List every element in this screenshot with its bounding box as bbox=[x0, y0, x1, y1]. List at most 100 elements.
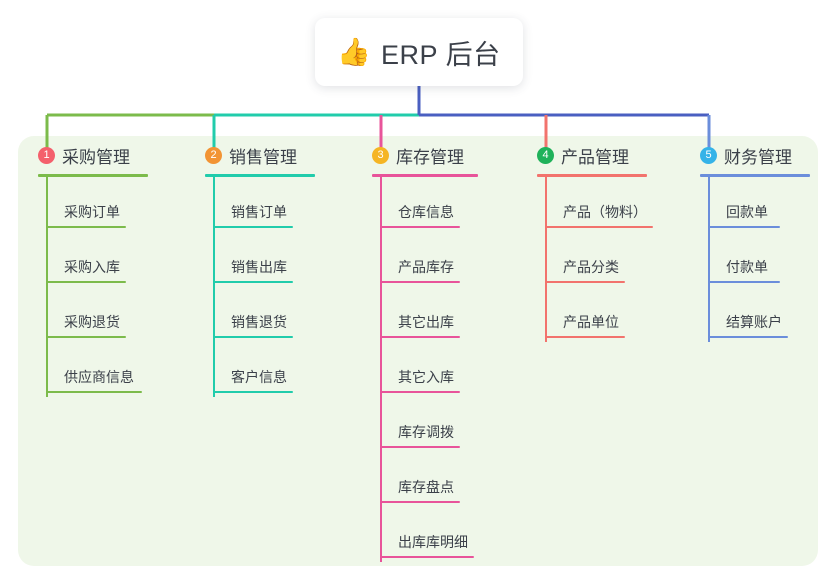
branch-title: 销售管理 bbox=[229, 147, 297, 167]
branch-item[interactable]: 销售订单 bbox=[205, 177, 315, 232]
branch-header[interactable]: 1 采购管理 bbox=[38, 142, 148, 168]
branch-title: 采购管理 bbox=[62, 147, 130, 167]
branch-item-rule bbox=[380, 391, 460, 393]
branch-item-label: 仓库信息 bbox=[398, 204, 454, 220]
branch-column: 1 采购管理采购订单采购入库采购退货供应商信息 bbox=[38, 142, 148, 397]
branch-item-label: 其它入库 bbox=[398, 369, 454, 385]
branch-header[interactable]: 3 库存管理 bbox=[372, 142, 478, 168]
branch-header-rule bbox=[700, 174, 810, 177]
branch-item-list: 仓库信息产品库存其它出库其它入库库存调拨库存盘点出库库明细 bbox=[372, 177, 478, 562]
branch-trunk-line bbox=[46, 177, 48, 397]
branch-item-rule bbox=[545, 281, 625, 283]
branch-index-badge: 2 bbox=[205, 146, 222, 164]
branches-panel bbox=[18, 136, 818, 566]
branch-item-rule bbox=[213, 336, 293, 338]
thumbs-up-icon: 👍 bbox=[337, 36, 372, 67]
branch-title: 产品管理 bbox=[561, 147, 629, 167]
branch-item-label: 产品库存 bbox=[398, 259, 454, 275]
branch-item-rule bbox=[545, 336, 625, 338]
branch-item-rule bbox=[380, 226, 460, 228]
branch-item[interactable]: 出库库明细 bbox=[372, 507, 478, 562]
branch-item-rule bbox=[545, 226, 653, 228]
branch-item[interactable]: 产品库存 bbox=[372, 232, 478, 287]
branch-column: 5 财务管理回款单付款单结算账户 bbox=[700, 142, 810, 342]
branch-item-rule bbox=[708, 336, 788, 338]
branch-item[interactable]: 付款单 bbox=[700, 232, 810, 287]
branch-item-rule bbox=[46, 391, 142, 393]
branch-item[interactable]: 仓库信息 bbox=[372, 177, 478, 232]
branch-item-rule bbox=[46, 226, 126, 228]
branch-header[interactable]: 4 产品管理 bbox=[537, 142, 647, 168]
branch-column: 4 产品管理产品（物料） 产品分类产品单位 bbox=[537, 142, 653, 342]
branch-column: 3 库存管理仓库信息产品库存其它出库其它入库库存调拨库存盘点出库库明细 bbox=[372, 142, 478, 562]
branch-item-list: 产品（物料） 产品分类产品单位 bbox=[537, 177, 653, 342]
branch-item-label: 库存调拨 bbox=[398, 424, 454, 440]
branch-item-rule bbox=[708, 226, 780, 228]
branch-item-label: 产品分类 bbox=[563, 259, 619, 275]
branch-item-label: 销售退货 bbox=[231, 314, 287, 330]
branch-item[interactable]: 采购退货 bbox=[38, 287, 148, 342]
branch-item-label: 出库库明细 bbox=[398, 534, 468, 550]
branch-item[interactable]: 供应商信息 bbox=[38, 342, 148, 397]
branch-header[interactable]: 5 财务管理 bbox=[700, 142, 810, 168]
branch-item[interactable]: 销售退货 bbox=[205, 287, 315, 342]
branch-index-badge: 4 bbox=[537, 146, 554, 164]
branch-title: 财务管理 bbox=[724, 147, 792, 167]
branch-item-rule bbox=[380, 336, 460, 338]
branch-item-label: 产品单位 bbox=[563, 314, 619, 330]
branch-header-rule bbox=[372, 174, 478, 177]
branch-item-label: 结算账户 bbox=[726, 314, 782, 330]
branch-item-label: 回款单 bbox=[726, 204, 768, 220]
branch-item-label: 其它出库 bbox=[398, 314, 454, 330]
branch-header-rule bbox=[205, 174, 315, 177]
branch-item-label: 客户信息 bbox=[231, 369, 287, 385]
branch-item[interactable]: 回款单 bbox=[700, 177, 810, 232]
branch-item[interactable]: 其它出库 bbox=[372, 287, 478, 342]
branch-item-rule bbox=[380, 501, 460, 503]
branch-item[interactable]: 库存盘点 bbox=[372, 452, 478, 507]
branch-item[interactable]: 采购入库 bbox=[38, 232, 148, 287]
branch-title: 库存管理 bbox=[396, 147, 464, 167]
branch-item[interactable]: 产品分类 bbox=[537, 232, 647, 287]
branch-index-badge: 5 bbox=[700, 146, 717, 164]
branch-item-rule bbox=[46, 281, 126, 283]
branch-column: 2 销售管理销售订单销售出库销售退货客户信息 bbox=[205, 142, 315, 397]
branch-header-rule bbox=[537, 174, 647, 177]
branch-item[interactable]: 客户信息 bbox=[205, 342, 315, 397]
branch-trunk-line bbox=[708, 177, 710, 342]
branch-item-label: 供应商信息 bbox=[64, 369, 134, 385]
branch-header[interactable]: 2 销售管理 bbox=[205, 142, 315, 168]
branch-item-label: 采购入库 bbox=[64, 259, 120, 275]
branch-item[interactable]: 其它入库 bbox=[372, 342, 478, 397]
branch-index-badge: 1 bbox=[38, 146, 55, 164]
branch-header-rule bbox=[38, 174, 148, 177]
branch-item-rule bbox=[380, 281, 460, 283]
branch-item-list: 回款单付款单结算账户 bbox=[700, 177, 810, 342]
branch-item-rule bbox=[213, 281, 293, 283]
branch-item-label: 库存盘点 bbox=[398, 479, 454, 495]
branch-item-rule bbox=[46, 336, 126, 338]
branch-item-label: 采购订单 bbox=[64, 204, 120, 220]
branch-item-label: 销售出库 bbox=[231, 259, 287, 275]
branch-item[interactable]: 产品单位 bbox=[537, 287, 647, 342]
branch-trunk-line bbox=[213, 177, 215, 397]
branch-item-label: 销售订单 bbox=[231, 204, 287, 220]
branch-item-rule bbox=[708, 281, 780, 283]
branch-item-rule bbox=[213, 226, 293, 228]
branch-item-label: 产品（物料） bbox=[563, 204, 647, 220]
branch-trunk-line bbox=[380, 177, 382, 562]
branch-item-rule bbox=[213, 391, 293, 393]
branch-item[interactable]: 产品（物料） bbox=[537, 177, 653, 232]
branch-item[interactable]: 结算账户 bbox=[700, 287, 810, 342]
branch-item-label: 付款单 bbox=[726, 259, 768, 275]
branch-item-list: 采购订单采购入库采购退货供应商信息 bbox=[38, 177, 148, 397]
branch-item[interactable]: 采购订单 bbox=[38, 177, 148, 232]
branch-item[interactable]: 销售出库 bbox=[205, 232, 315, 287]
root-node[interactable]: 👍 ERP 后台 bbox=[315, 18, 523, 86]
branch-item-rule bbox=[380, 446, 460, 448]
branch-item-rule bbox=[380, 556, 474, 558]
branch-item[interactable]: 库存调拨 bbox=[372, 397, 478, 452]
branch-item-label: 采购退货 bbox=[64, 314, 120, 330]
branch-index-badge: 3 bbox=[372, 146, 389, 164]
